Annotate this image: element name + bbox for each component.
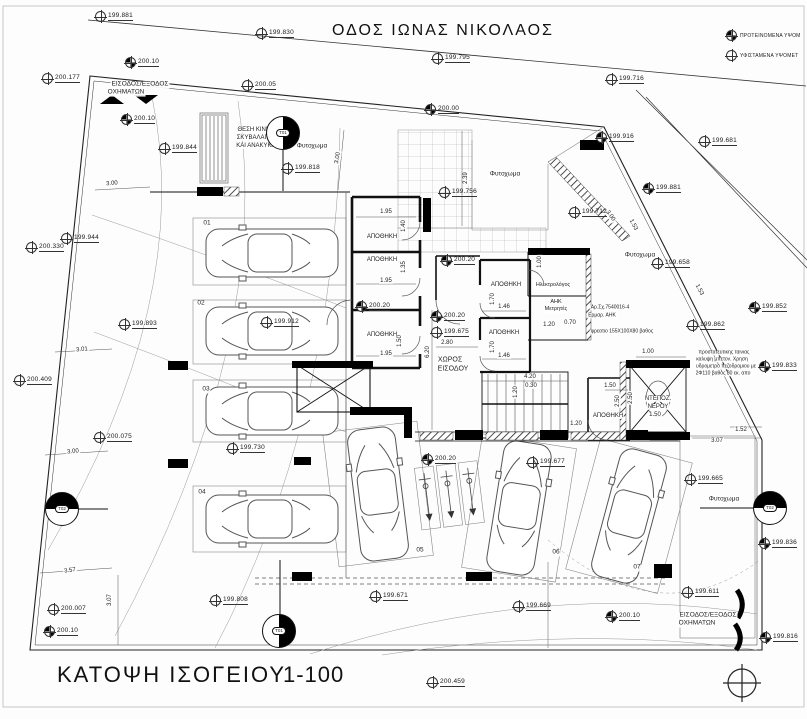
motorcycle-icon bbox=[439, 469, 459, 520]
page-frame bbox=[2, 5, 805, 708]
motorcycle-bays bbox=[414, 460, 485, 531]
car-icon bbox=[205, 382, 339, 440]
tree-leader-lines bbox=[78, 150, 755, 616]
vehicle-direction-arrows bbox=[732, 588, 745, 652]
cars bbox=[205, 224, 674, 588]
motorcycle-icon bbox=[417, 472, 437, 523]
car-icon bbox=[205, 224, 339, 282]
car-icon bbox=[205, 490, 339, 548]
wall-piers bbox=[168, 140, 690, 581]
motorcycle-icon bbox=[461, 466, 480, 517]
north-symbol bbox=[723, 664, 761, 702]
car-icon bbox=[205, 302, 339, 360]
vehicle-direction-arrows bbox=[100, 95, 158, 104]
building-walls bbox=[150, 191, 687, 585]
car-icon bbox=[341, 424, 415, 564]
plot-boundary bbox=[29, 19, 807, 651]
waste-bins-area bbox=[199, 112, 229, 184]
door-arcs bbox=[326, 221, 609, 441]
walkway-tiles bbox=[397, 127, 756, 648]
car-icon bbox=[480, 437, 558, 579]
